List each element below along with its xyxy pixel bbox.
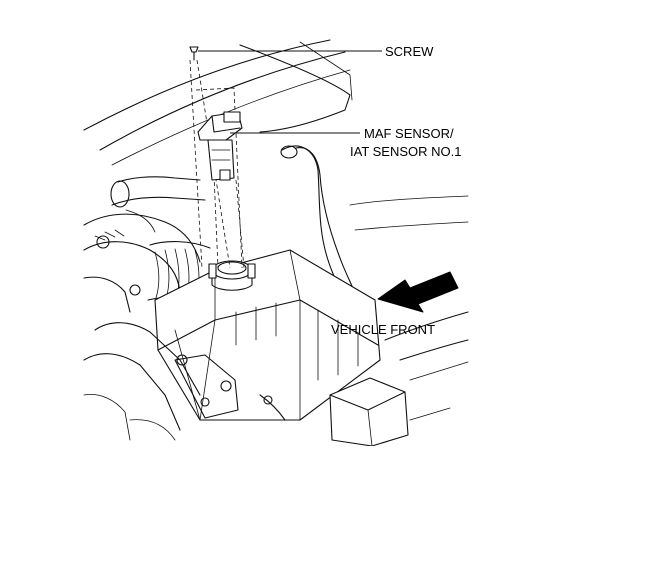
maf-sensor (197, 111, 243, 181)
vehicle-front-label: VEHICLE FRONT (331, 322, 435, 337)
lower-bracket (83, 322, 286, 441)
vehicle-front-arrow (377, 271, 459, 313)
maf-sensor-label-line2: IAT SENSOR NO.1 (350, 144, 462, 159)
screw-label: SCREW (385, 44, 434, 59)
fuse-box (329, 311, 469, 446)
hood-outline (83, 39, 353, 166)
maf-sensor-label-line1: MAF SENSOR/ (364, 126, 454, 141)
intake-duct (83, 176, 206, 313)
air-cleaner-case (154, 249, 381, 421)
screw (189, 46, 199, 61)
